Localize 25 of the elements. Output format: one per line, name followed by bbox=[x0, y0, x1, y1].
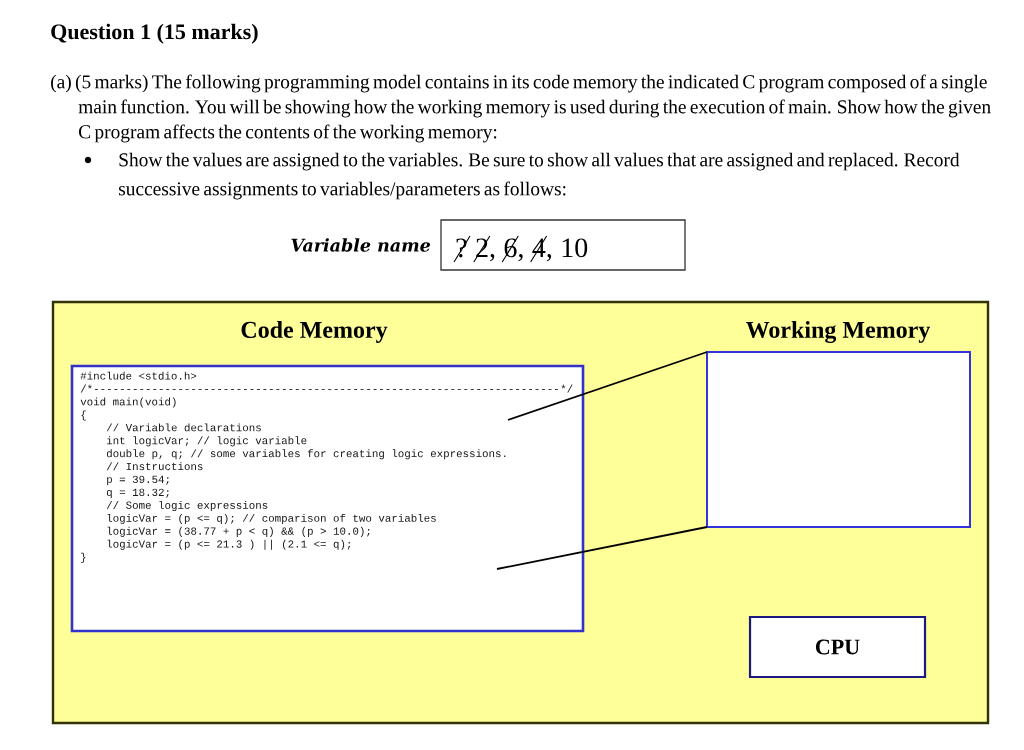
code-line: double p, q; // some variables for creating logic expressions. bbox=[106, 449, 506, 460]
code-line: /*------------------------------------------------------------------------ */ bbox=[80, 384, 573, 393]
question-text: (a) (5 marks) The following programming model contains in its code memory the indicated C program composed of a single main function. You will be showing how the working memory is used during the execution of main. Show how the given C program affects the contents of the working memory: bbox=[51, 74, 991, 143]
code-line: // Variable declarations bbox=[106, 423, 261, 432]
code-line: // Instructions bbox=[106, 462, 203, 471]
code-line: } bbox=[81, 552, 86, 563]
code-line: // Some logic expressions bbox=[106, 501, 268, 512]
title: Question 1 (15 marks) bbox=[51, 23, 258, 44]
code-line: p = 39.54; bbox=[107, 475, 169, 486]
code-line: logicVar = (38.77 + p < q) && (p > 10.0); bbox=[107, 526, 370, 537]
code-line: #include <stdio.h> bbox=[80, 371, 197, 380]
connector-line bbox=[507, 351, 708, 421]
field-label: Variable name bbox=[291, 238, 431, 252]
bullet-text: Show the values are assigned to the variables. Be sure to show all values that are assigned and replaced. Record successive assignments to variables/parameters as follows: bbox=[119, 152, 960, 200]
code-line: logicVar = (p <= q); // comparison of two variables bbox=[107, 513, 436, 524]
code-line: { bbox=[81, 410, 86, 421]
recorded-value: 10 bbox=[562, 238, 588, 258]
connector-line bbox=[496, 526, 708, 570]
code-line: void main(void) bbox=[80, 397, 176, 408]
heading: Working Memory bbox=[746, 321, 931, 343]
cpu-box: CPU bbox=[748, 615, 927, 679]
heading: Code Memory bbox=[241, 321, 388, 343]
code-line: q = 18.32; bbox=[106, 488, 169, 499]
code-line: logicVar = (p <= 21.3 ) || (2.1 <= q); bbox=[107, 539, 351, 550]
code-line: int logicVar; // logic variable bbox=[106, 436, 307, 447]
